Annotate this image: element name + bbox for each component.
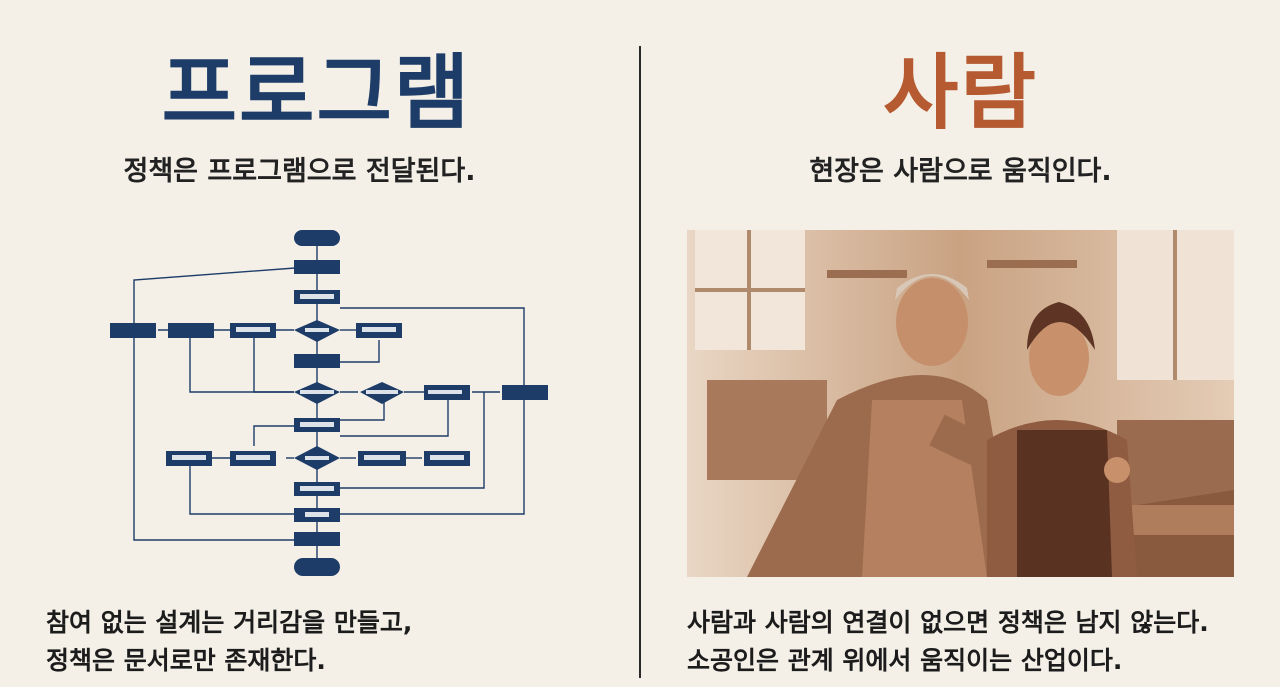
people-caption-line-2: 소공인은 관계 위에서 움직이는 산업이다.	[687, 646, 1123, 675]
workshop-photo-icon	[687, 230, 1234, 577]
program-title: 프로그램	[161, 46, 472, 141]
center-divider	[639, 46, 641, 678]
people-caption: 사람과 사람의 연결이 없으면 정책은 남지 않는다. 소공인은 관계 위에서 …	[687, 604, 1209, 680]
people-subtitle: 현장은 사람으로 움직인다.	[809, 156, 1112, 187]
people-caption-line-1: 사람과 사람의 연결이 없으면 정책은 남지 않는다.	[687, 608, 1209, 637]
flowchart-diagram-icon	[110, 230, 548, 576]
program-caption-line-1: 참여 없는 설계는 거리감을 만들고,	[46, 608, 413, 637]
program-caption-line-2: 정책은 문서로만 존재한다.	[46, 646, 326, 675]
program-subtitle: 정책은 프로그램으로 전달된다.	[123, 156, 476, 187]
program-column: 프로그램 정책은 프로그램으로 전달된다.	[0, 0, 639, 687]
program-caption: 참여 없는 설계는 거리감을 만들고, 정책은 문서로만 존재한다.	[46, 604, 412, 680]
people-column: 사람 현장은 사람으로 움직인다.	[641, 0, 1280, 687]
people-title: 사람	[883, 46, 1038, 141]
